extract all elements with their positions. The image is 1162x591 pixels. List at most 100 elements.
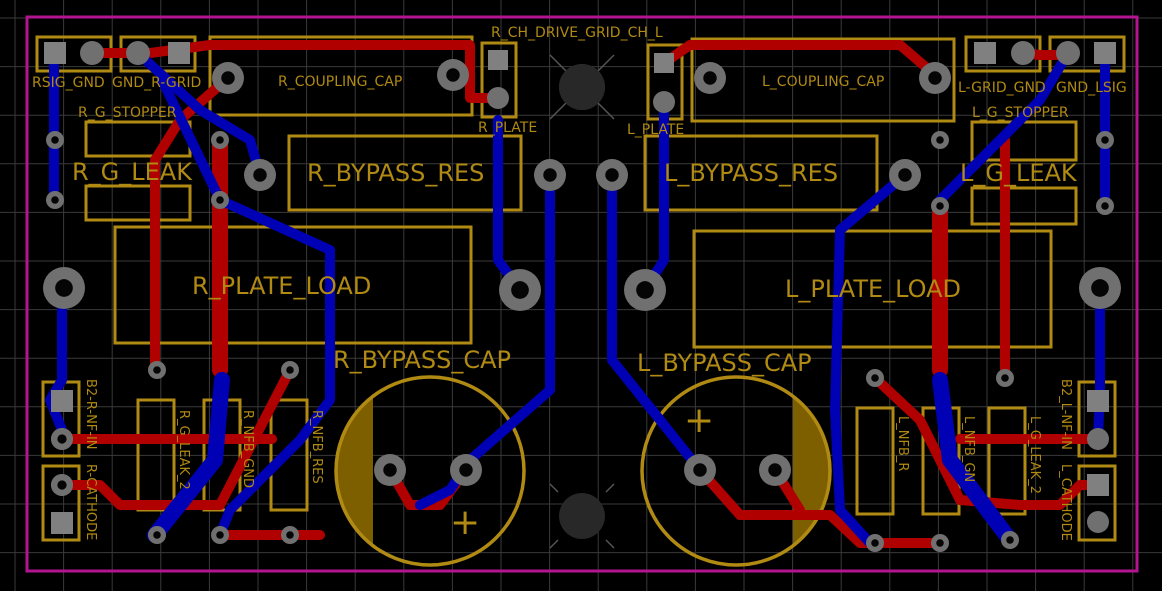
- pad-round: [1011, 41, 1035, 65]
- drill-hole: [871, 539, 879, 547]
- pad-square: [1087, 390, 1109, 412]
- r-plate-load-outline: [113, 225, 473, 345]
- track: [133, 48, 265, 180]
- drill-hole: [383, 463, 397, 477]
- r-bypass-cap-plus: +: [450, 502, 480, 543]
- drill-hole: [221, 71, 235, 85]
- r-g-leak-outline: [84, 184, 192, 222]
- l-bypass-cap-plus: +: [684, 400, 714, 441]
- pad-round: [126, 41, 150, 65]
- drill-hole: [51, 196, 59, 204]
- label-gnd-r-grid: GND_R-GRID: [112, 75, 201, 91]
- l-nfb-res-outline: [855, 406, 895, 516]
- silk-text: RSIG_GND GND_R-GRID R_COUPLING_CAP R_CH_…: [32, 25, 1127, 543]
- track: [147, 372, 230, 543]
- label-l-grid-gnd: L-GRID_GND: [958, 80, 1046, 96]
- drill-hole: [51, 136, 59, 144]
- pad-square: [51, 390, 73, 412]
- label-r-g-leak-2: R_G_LEAK_2: [176, 410, 191, 490]
- drill-hole: [216, 136, 224, 144]
- label-r-ch-drive: R_CH_DRIVE_GRID_CH_L: [491, 25, 663, 41]
- label-l-plate: L_PLATE: [627, 122, 684, 138]
- label-r-coupling-cap: R_COUPLING_CAP: [278, 74, 402, 90]
- label-l-bypass-cap: L_BYPASS_CAP: [637, 349, 812, 377]
- track: [830, 170, 910, 548]
- mounting-holes: [549, 54, 615, 549]
- l-g-leak-2-outline: [987, 406, 1027, 516]
- track: [935, 48, 1073, 205]
- pad-square: [44, 42, 66, 64]
- track: [932, 372, 1018, 548]
- r-bypass-res-outline: [287, 134, 523, 212]
- drill-hole: [286, 366, 294, 374]
- r-bypass-cap: [334, 375, 526, 567]
- l-bypass-res-outline: [643, 134, 879, 212]
- drill-hole: [216, 196, 224, 204]
- r-cathode-outline: [41, 464, 81, 542]
- drill-hole: [286, 531, 294, 539]
- l-g-leak-outline: [970, 186, 1078, 226]
- drill-hole: [459, 463, 473, 477]
- track: [870, 373, 1103, 510]
- drill-hole: [253, 168, 267, 182]
- drill-hole: [871, 374, 879, 382]
- label-l-g-stopper: L_G_STOPPER: [972, 105, 1069, 121]
- drill-hole: [1101, 202, 1109, 210]
- board-outline: [25, 15, 1139, 573]
- label-l-plate-load: L_PLATE_LOAD: [785, 275, 961, 303]
- drill-hole: [55, 279, 73, 297]
- drill-hole: [936, 136, 944, 144]
- label-r-plate-load: R_PLATE_LOAD: [192, 272, 371, 300]
- drill-hole: [605, 168, 619, 182]
- pad-round: [1056, 41, 1080, 65]
- label-l-g-leak: L_G_LEAK: [960, 159, 1078, 187]
- drill-hole: [768, 463, 782, 477]
- drill-hole: [511, 281, 529, 299]
- drill-hole: [446, 68, 460, 82]
- pad-round: [80, 41, 104, 65]
- label-l-nfb-res: L_NFB_R: [895, 416, 910, 471]
- label-r-bypass-res: R_BYPASS_RES: [307, 159, 484, 187]
- r-nfb-res-outline: [269, 398, 309, 512]
- label-l-cathode: L_CATHODE: [1058, 464, 1073, 541]
- drill-hole: [898, 168, 912, 182]
- label-l-nfb-gnd: L_NFB_GN: [961, 416, 976, 482]
- drill-hole: [636, 281, 654, 299]
- label-gnd-lsig: GND_LSIG: [1056, 80, 1127, 96]
- drill-hole: [216, 531, 224, 539]
- pad-square: [1087, 474, 1109, 496]
- label-l-coupling-cap: L_COUPLING_CAP: [762, 74, 884, 90]
- pad-square: [488, 50, 508, 70]
- drill-hole: [153, 531, 161, 539]
- label-r-plate: R_PLATE: [478, 120, 537, 136]
- label-rsig-gnd: RSIG_GND: [32, 75, 105, 91]
- label-r-cathode: R-CATHODE: [83, 464, 98, 540]
- round-pads: [43, 59, 1121, 552]
- label-b2-l-nf-in: B2_L-NF-IN: [1058, 379, 1073, 450]
- pad-square: [1094, 42, 1116, 64]
- track: [695, 465, 945, 548]
- drill-hole: [543, 168, 557, 182]
- drill-hole: [57, 434, 67, 444]
- l-cathode-outline: [1077, 464, 1117, 542]
- label-r-bypass-cap: R_BYPASS_CAP: [333, 346, 511, 374]
- label-r-g-leak: R_G_LEAK: [72, 158, 193, 186]
- track: [1093, 285, 1105, 444]
- drill-hole: [1006, 536, 1014, 544]
- drill-hole: [693, 463, 707, 477]
- drill-hole: [928, 71, 942, 85]
- drill-hole: [1091, 279, 1109, 297]
- label-b2-r-nf-in: B2-R-NF-IN: [83, 379, 98, 450]
- label-l-g-leak-2: L_G_LEAK_2: [1027, 416, 1042, 494]
- drill-hole: [936, 539, 944, 547]
- l-coupling-cap-outline: [690, 37, 956, 123]
- drill-hole: [703, 71, 717, 85]
- drill-hole: [1101, 136, 1109, 144]
- pad-round: [1087, 428, 1109, 450]
- pad-square: [51, 512, 73, 534]
- track: [607, 170, 705, 475]
- track: [150, 73, 233, 375]
- l-plate-load-outline: [692, 229, 1053, 349]
- pad-square: [168, 42, 190, 64]
- drill-hole: [1001, 374, 1009, 382]
